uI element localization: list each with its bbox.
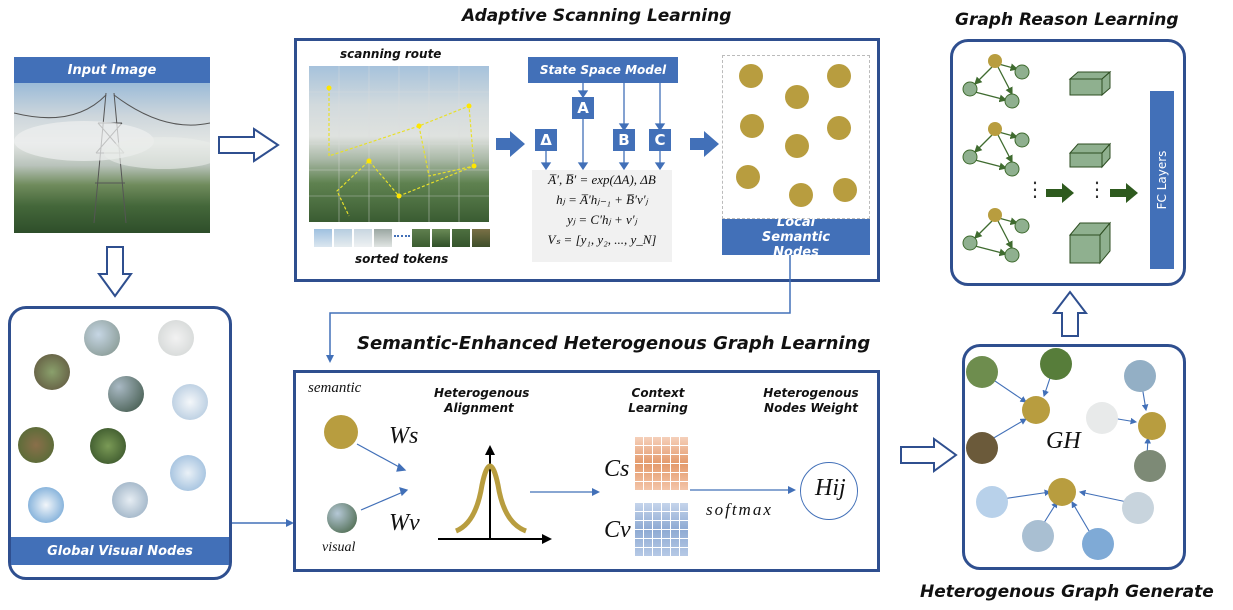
semantic-node: [740, 114, 764, 138]
hetero-graph-generate-title: Heterogenous Graph Generate: [920, 582, 1214, 602]
connector-global-to-semantic: [232, 519, 294, 527]
softmax-label: softmax: [706, 500, 773, 519]
weight-wv: Wv: [389, 510, 420, 536]
global-visual-nodes-label: Global Visual Nodes: [11, 537, 229, 565]
semantic-node: [736, 165, 760, 189]
graph-reason-graphs: [962, 54, 1138, 265]
semantic-node: [785, 85, 809, 109]
state-space-model-box: State Space Model: [528, 57, 678, 83]
visual-node: [84, 320, 120, 356]
arrow-align-to-context: [530, 488, 600, 496]
context-matrix-cs: [634, 436, 689, 491]
ssm-param-b: B: [613, 129, 635, 151]
visual-node: [34, 354, 70, 390]
local-semantic-nodes-box: [722, 55, 870, 219]
context-matrix-cv: [634, 502, 689, 557]
hetero-graph-edges: [966, 348, 1166, 560]
semantic-node: [785, 134, 809, 158]
alignment-gaussian-plot: [438, 445, 552, 544]
scan-path-overlay: [309, 66, 489, 222]
ssm-connectors: [540, 83, 666, 171]
connector-local-to-semantic: [326, 255, 791, 363]
arrow-semantic-to-hetero: [900, 437, 958, 473]
equation-output: yⱼ = C′hⱼ + v′ⱼ: [567, 212, 637, 227]
equation-vs: Vₛ = [y₁, y₂, ..., y_N]: [547, 232, 657, 247]
context-cs: Cs: [604, 456, 630, 482]
arrow-input-to-adaptive: [218, 127, 280, 163]
sorted-tokens-strip: [314, 229, 490, 247]
ssm-param-c: C: [649, 129, 671, 151]
context-cv: Cv: [604, 517, 631, 543]
graph-reason-title: Graph Reason Learning: [955, 10, 1179, 30]
scanning-route-image: [309, 66, 489, 222]
context-title: Context Learning: [628, 386, 688, 415]
visual-node: [18, 427, 54, 463]
fc-layers-block: [1150, 91, 1174, 269]
visual-node: [108, 376, 144, 412]
sorted-tokens-label: sorted tokens: [355, 252, 449, 266]
equation-hidden-state: hⱼ = A̅′hⱼ₋₁ + B̅′v′ⱼ: [556, 192, 648, 207]
fc-layers-label: FC Layers: [1155, 150, 1169, 210]
equation-discretize: A̅′, B̅′ = exp(ΔA), ΔB: [548, 172, 656, 187]
graph-gh-label: GH: [1046, 428, 1081, 454]
visual-node: [28, 487, 64, 523]
visual-node: [172, 384, 208, 420]
scanning-route-label: scanning route: [340, 47, 442, 61]
semantic-node: [827, 116, 851, 140]
local-semantic-nodes-label: Local Semantic Nodes: [722, 215, 870, 260]
adaptive-scanning-title: Adaptive Scanning Learning: [462, 6, 732, 26]
arrow-hetero-to-reason: [1051, 290, 1089, 337]
visual-node: [112, 482, 148, 518]
semantic-node: [789, 183, 813, 207]
graph-ellipsis-right: ⋮: [1087, 177, 1107, 201]
semantic-enhanced-panel: [293, 370, 880, 572]
arrow-ssm-to-nodes: [690, 131, 719, 157]
ssm-param-a: A: [572, 97, 594, 119]
semantic-node: [827, 64, 851, 88]
hij-label: Hij: [815, 475, 846, 501]
semantic-enhanced-title: Semantic-Enhanced Heterogenous Graph Lea…: [357, 333, 871, 354]
visual-node: [170, 455, 206, 491]
alignment-title: Heterogenous Alignment: [434, 386, 530, 415]
arrow-context-to-weight: [690, 486, 796, 494]
graph-reason-panel: [950, 39, 1186, 286]
arrow-input-to-global: [97, 246, 133, 298]
visual-node: [158, 320, 194, 356]
weight-title: Heterogenous Nodes Weight: [763, 386, 859, 415]
visual-node: [327, 503, 357, 533]
ssm-param-delta: Δ: [535, 129, 557, 151]
graph-ellipsis-left: ⋮: [1025, 177, 1045, 201]
hij-node: [800, 462, 858, 520]
semantic-node: [324, 415, 358, 449]
semantic-node: [833, 178, 857, 202]
input-image: [14, 83, 210, 233]
visual-node: [90, 428, 126, 464]
visual-label: visual: [322, 540, 356, 555]
input-image-label: Input Image: [14, 57, 210, 83]
weight-ws: Ws: [389, 423, 419, 449]
power-tower-icon: [14, 92, 210, 224]
semantic-label: semantic: [308, 380, 362, 396]
ssm-equations: A̅′, B̅′ = exp(ΔA), ΔB hⱼ = A̅′hⱼ₋₁ + B̅…: [532, 170, 672, 262]
semantic-projection-arrows: [356, 443, 409, 511]
arrow-scan-to-ssm: [496, 131, 525, 157]
semantic-node: [739, 64, 763, 88]
